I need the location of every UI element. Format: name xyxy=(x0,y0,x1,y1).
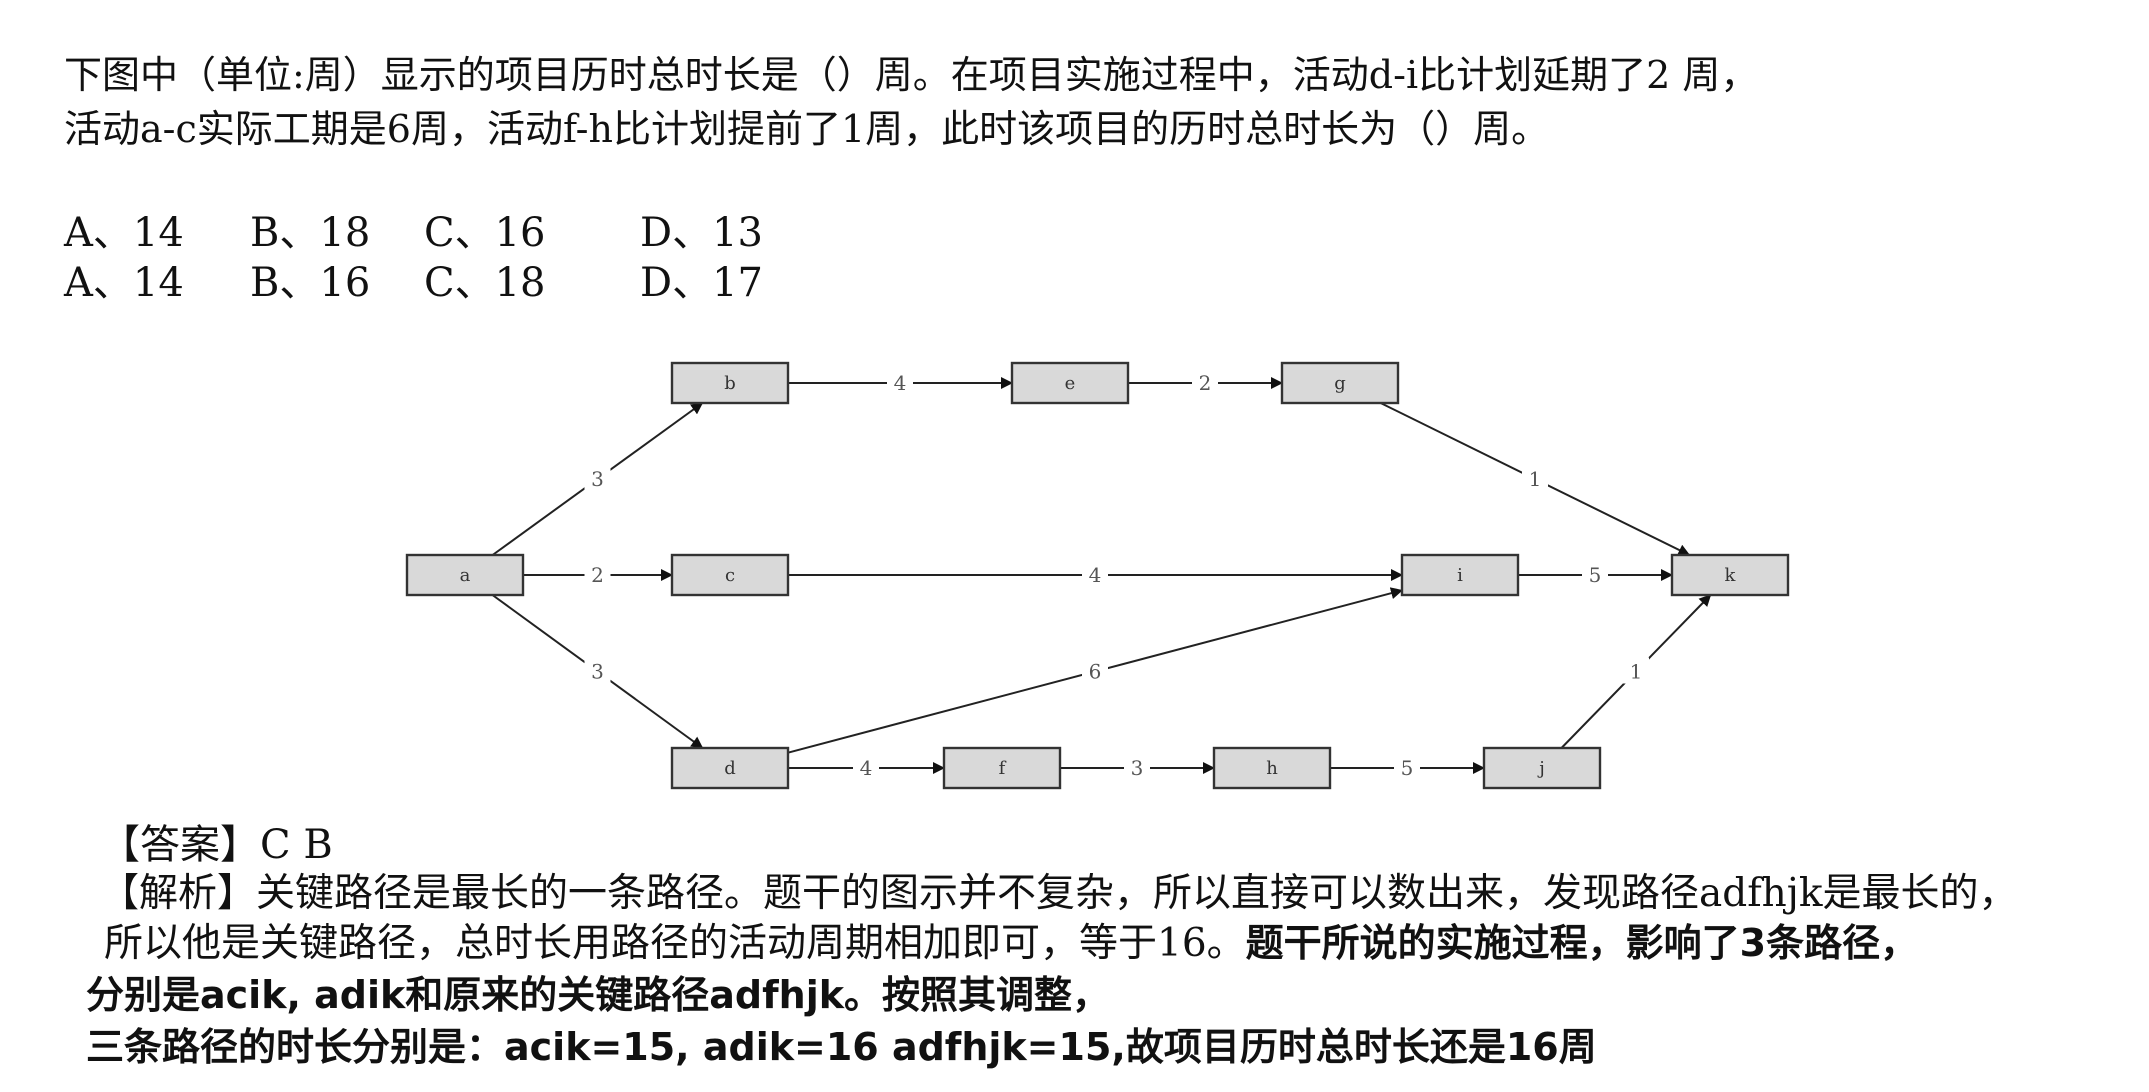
edge-a-b: 3 xyxy=(492,402,704,556)
edge-weight-label: 2 xyxy=(591,563,604,587)
edge-weight-label: 3 xyxy=(591,660,604,684)
node-label: h xyxy=(1266,758,1278,779)
node-box xyxy=(405,553,525,597)
option-a: A、14 xyxy=(64,210,184,256)
edge-i-k: 5 xyxy=(1518,561,1673,587)
node-box xyxy=(1400,553,1520,597)
node-box xyxy=(670,746,790,790)
node-k: k xyxy=(1670,553,1790,597)
edge-weight-label: 6 xyxy=(1089,660,1102,684)
option-b: B、18 xyxy=(250,210,371,256)
node-a: a xyxy=(405,553,525,597)
edge-weight-label: 4 xyxy=(894,371,907,395)
node-label: f xyxy=(999,758,1007,779)
node-label: c xyxy=(725,565,735,586)
node-box xyxy=(670,361,790,405)
node-label: b xyxy=(724,373,736,394)
node-box xyxy=(1010,361,1130,405)
node-label: d xyxy=(724,758,736,779)
node-c: c xyxy=(670,553,790,597)
node-label: k xyxy=(1725,565,1737,586)
node-label: j xyxy=(1537,758,1545,779)
node-label: a xyxy=(460,565,471,586)
node-label: g xyxy=(1334,373,1346,394)
node-e: e xyxy=(1010,361,1130,405)
edge-e-g: 2 xyxy=(1128,369,1283,395)
edge-a-c: 2 xyxy=(523,561,673,587)
node-box xyxy=(942,746,1062,790)
edge-weight-label: 5 xyxy=(1401,756,1414,780)
edge-d-i: 6 xyxy=(787,587,1403,754)
analysis-line-1: 【解析】关键路径是最长的一条路径。题干的图示并不复杂，所以直接可以数出来，发现路… xyxy=(100,871,2018,916)
edge-f-h: 3 xyxy=(1060,754,1215,780)
edge-weight-label: 4 xyxy=(860,756,873,780)
edge-weight-label: 1 xyxy=(1630,660,1643,684)
option-c: C、18 xyxy=(424,260,546,306)
analysis-line-2-serif: 所以他是关键路径，总时长用路径的活动周期相加即可，等于16。 xyxy=(104,921,1246,966)
edge-c-i: 4 xyxy=(788,561,1403,587)
edge-weight-label: 3 xyxy=(591,467,604,491)
node-i: i xyxy=(1400,553,1520,597)
node-b: b xyxy=(670,361,790,405)
edge-weight-label: 3 xyxy=(1131,756,1144,780)
edge-d-f: 4 xyxy=(788,754,945,780)
analysis-line-2: 所以他是关键路径，总时长用路径的活动周期相加即可，等于16。题干所说的实施过程，… xyxy=(104,912,1918,968)
option-a: A、14 xyxy=(64,260,184,306)
option-d: D、13 xyxy=(640,210,763,256)
edge-weight-label: 2 xyxy=(1199,371,1212,395)
edge-j-k: 1 xyxy=(1560,594,1712,749)
edge-weight-label: 5 xyxy=(1589,563,1602,587)
option-b: B、16 xyxy=(250,260,371,306)
answer-label: 【答案】C B xyxy=(100,822,333,868)
analysis-line-2-bold: 题干所说的实施过程，影响了3条路径， xyxy=(1245,921,1919,965)
node-h: h xyxy=(1212,746,1332,790)
question-line-1: 下图中（单位:周）显示的项目历时总时长是（）周。在项目实施过程中，活动d-i比计… xyxy=(64,53,1759,97)
edge-weight-label: 1 xyxy=(1529,467,1542,491)
node-label: e xyxy=(1065,373,1076,394)
edge-g-k: 1 xyxy=(1380,402,1691,556)
question-line-2: 活动a-c实际工期是6周，活动f-h比计划提前了1周，此时该项目的历时总时长为（… xyxy=(64,107,1550,151)
node-box xyxy=(1280,361,1400,405)
node-box xyxy=(670,553,790,597)
network-diagram: 3 2 3 4 2 1 4 6 5 4 3 5 1 a b c d e f g h i j k xyxy=(405,361,1790,790)
analysis-line-4: 三条路径的时长分别是：acik=15, adik=16 adfhjk=15,故项… xyxy=(86,1025,1597,1069)
node-label: i xyxy=(1457,565,1463,586)
node-d: d xyxy=(670,746,790,790)
node-f: f xyxy=(942,746,1062,790)
node-j: j xyxy=(1482,746,1602,790)
edge-a-d: 3 xyxy=(491,594,704,749)
analysis-line-3: 分别是acik, adik和原来的关键路径adfhjk。按照其调整， xyxy=(86,973,1110,1017)
node-g: g xyxy=(1280,361,1400,405)
node-box xyxy=(1212,746,1332,790)
node-box xyxy=(1482,746,1602,790)
edge-h-j: 5 xyxy=(1330,754,1485,780)
edge-b-e: 4 xyxy=(788,369,1013,395)
option-c: C、16 xyxy=(424,210,546,256)
option-d: D、17 xyxy=(640,260,763,306)
edge-weight-label: 4 xyxy=(1089,563,1102,587)
node-box xyxy=(1670,553,1790,597)
